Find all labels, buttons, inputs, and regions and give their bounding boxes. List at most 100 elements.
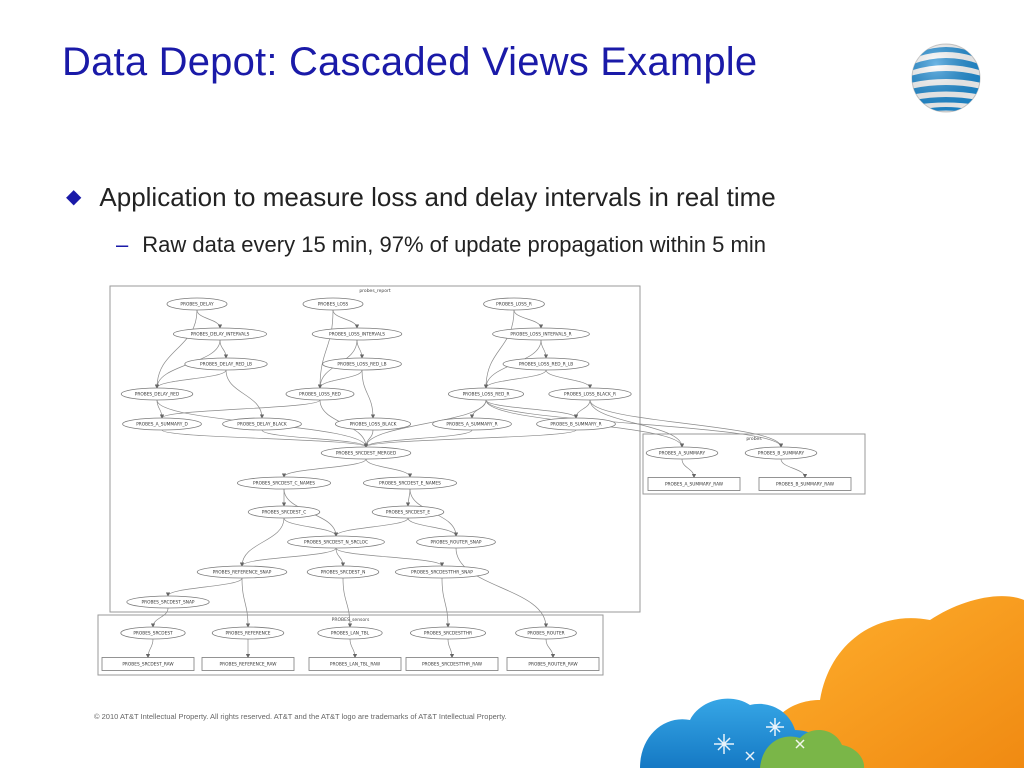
bullet-main: ◆ Application to measure loss and delay i…	[66, 182, 776, 213]
node-label: PROBES_DELAY	[180, 302, 214, 308]
node-probes-b-summary: PROBES_B_SUMMARY	[744, 446, 818, 460]
node-box	[647, 477, 741, 491]
diagram-edge	[361, 369, 376, 419]
cluster-label: PROBES_sensors	[332, 617, 370, 623]
node-label: PROBES_SRCDEST_SNAP	[142, 600, 195, 606]
node-ellipse	[645, 446, 719, 460]
diagram-edge	[145, 638, 154, 659]
diagram-edge	[780, 458, 808, 479]
node-label: PROBES_LAN_TBL	[331, 631, 370, 637]
node-probes-srcdestthr-snap: PROBES_SRCDESTTHR_SNAP	[394, 565, 489, 579]
node-probes-srcdest: PROBES_SRCDEST	[120, 626, 186, 640]
node-probes-srcdest-e: PROBES_SRCDEST_E	[371, 505, 445, 519]
bullet-sub: –Raw data every 15 min, 97% of update pr…	[116, 232, 766, 258]
node-ellipse	[196, 565, 288, 579]
node-probes-srcdest-snap: PROBES_SRCDEST_SNAP	[126, 595, 210, 609]
diagram-edge	[317, 369, 363, 389]
node-label: PROBES_SRCDEST_C	[262, 510, 307, 516]
node-probes-reference-raw: PROBES_REFERENCE_RAW	[201, 657, 295, 671]
diagram-edge	[159, 399, 321, 419]
node-probes-a-summary-raw: PROBES_A_SUMMARY_RAW	[647, 477, 741, 491]
node-label: PROBES_DELAY_INTERVALS	[191, 332, 250, 338]
node-label: PROBES_LOSS_BLACK_R	[564, 392, 616, 398]
node-label: PROBES_SRCDEST	[133, 631, 173, 637]
bullet-sub-text: Raw data every 15 min, 97% of update pro…	[142, 232, 766, 257]
node-ellipse	[447, 387, 524, 401]
diagram-edge	[154, 309, 198, 389]
node-ellipse	[320, 446, 412, 460]
node-probes-loss-red-lb: PROBES_LOSS_RED_LB	[322, 357, 402, 371]
diagram-edge	[540, 339, 549, 359]
diagram-edge	[356, 339, 365, 359]
node-box	[506, 657, 600, 671]
node-ellipse	[502, 357, 590, 371]
node-probes-srcdest-merged: PROBES_SRCDEST_MERGED	[320, 446, 412, 460]
node-label: PROBES_LOSS_BLACK	[350, 422, 397, 428]
node-probes-a-summary: PROBES_A_SUMMARY	[645, 446, 719, 460]
node-ellipse	[302, 297, 364, 311]
node-probes-srcdestthr-raw: PROBES_SRCDESTTHR_RAW	[405, 657, 499, 671]
node-ellipse	[416, 535, 496, 549]
node-probes-router: PROBES_ROUTER	[515, 626, 577, 640]
node-label: PROBES_LOSS_RED	[299, 392, 341, 398]
node-label: PROBES_SRCDEST_N	[321, 570, 366, 576]
node-probes-loss-r: PROBES_LOSS_R	[483, 297, 545, 311]
diagram-edge	[335, 547, 445, 567]
diagram-edge	[165, 577, 243, 597]
node-probes-a-summary-r: PROBES_A_SUMMARY_R	[432, 417, 512, 431]
diagram-edge	[513, 309, 544, 329]
diagram-edge	[365, 458, 413, 478]
node-label: PROBES_SRCDEST_C_NAMES	[253, 481, 315, 487]
diagram-edge	[225, 369, 265, 419]
node-ellipse	[409, 626, 486, 640]
node-probes-router-raw: PROBES_ROUTER_RAW	[506, 657, 600, 671]
node-ellipse	[122, 417, 202, 431]
node-ellipse	[548, 387, 632, 401]
node-label: PROBES_LOSS_R	[496, 302, 532, 308]
node-label: PROBES_SRCDEST_E_NAMES	[379, 481, 441, 487]
node-label: PROBES_SRCDEST_N_SRCLOC	[304, 540, 368, 546]
diagram-edge	[196, 309, 223, 329]
node-box	[758, 477, 852, 491]
node-ellipse	[287, 535, 385, 549]
footer-copyright: © 2010 AT&T Intellectual Property. All r…	[94, 712, 507, 721]
node-label: PROBES_SRCDEST_MERGED	[336, 451, 397, 457]
diamond-bullet-icon: ◆	[66, 186, 82, 208]
node-label: PROBES_LOSS_INTERVALS	[329, 332, 385, 338]
slide-title: Data Depot: Cascaded Views Example	[62, 40, 758, 84]
node-label: PROBES_SRCDEST_RAW	[122, 662, 174, 668]
node-label: PROBES_ROUTER	[527, 631, 564, 637]
bullet-main-text: Application to measure loss and delay in…	[99, 182, 776, 212]
node-ellipse	[306, 565, 380, 579]
diagram-edge	[335, 547, 346, 567]
cluster-label: probes_report	[359, 288, 391, 294]
node-probes-srcdest-raw: PROBES_SRCDEST_RAW	[101, 657, 195, 671]
node-label: PROBES_DELAY_RED	[135, 392, 180, 398]
node-ellipse	[536, 417, 616, 431]
node-ellipse	[184, 357, 268, 371]
node-ellipse	[394, 565, 489, 579]
node-probes-reference: PROBES_REFERENCE	[211, 626, 285, 640]
node-probes-loss: PROBES_LOSS	[302, 297, 364, 311]
node-probes-srcdest-c-names: PROBES_SRCDEST_C_NAMES	[236, 476, 331, 490]
diagram-edge	[281, 458, 367, 478]
node-label: PROBES_B_SUMMARY_R	[550, 422, 601, 428]
node-label: PROBES_LOSS_RED_R_LB	[519, 362, 573, 368]
node-ellipse	[285, 387, 355, 401]
node-ellipse	[371, 505, 445, 519]
node-probes-srcdest-c: PROBES_SRCDEST_C	[247, 505, 321, 519]
diagram-edge	[161, 429, 369, 448]
diagram-edge	[349, 638, 358, 659]
node-probes-b-summary-r: PROBES_B_SUMMARY_R	[536, 417, 616, 431]
node-label: PROBES_SRCDESTTHR_SNAP	[411, 570, 473, 576]
node-label: PROBES_LOSS_RED_R	[463, 392, 510, 398]
node-ellipse	[172, 327, 267, 341]
node-probes-loss-intervals: PROBES_LOSS_INTERVALS	[311, 327, 403, 341]
node-probes-delay-red: PROBES_DELAY_RED	[120, 387, 194, 401]
diagram-edge	[573, 399, 591, 419]
node-label: PROBES_B_SUMMARY_RAW	[776, 482, 835, 488]
node-probes-srcdestthr: PROBES_SRCDESTTHR	[409, 626, 486, 640]
node-probes-srcdest-n: PROBES_SRCDEST_N	[306, 565, 380, 579]
node-ellipse	[166, 297, 228, 311]
